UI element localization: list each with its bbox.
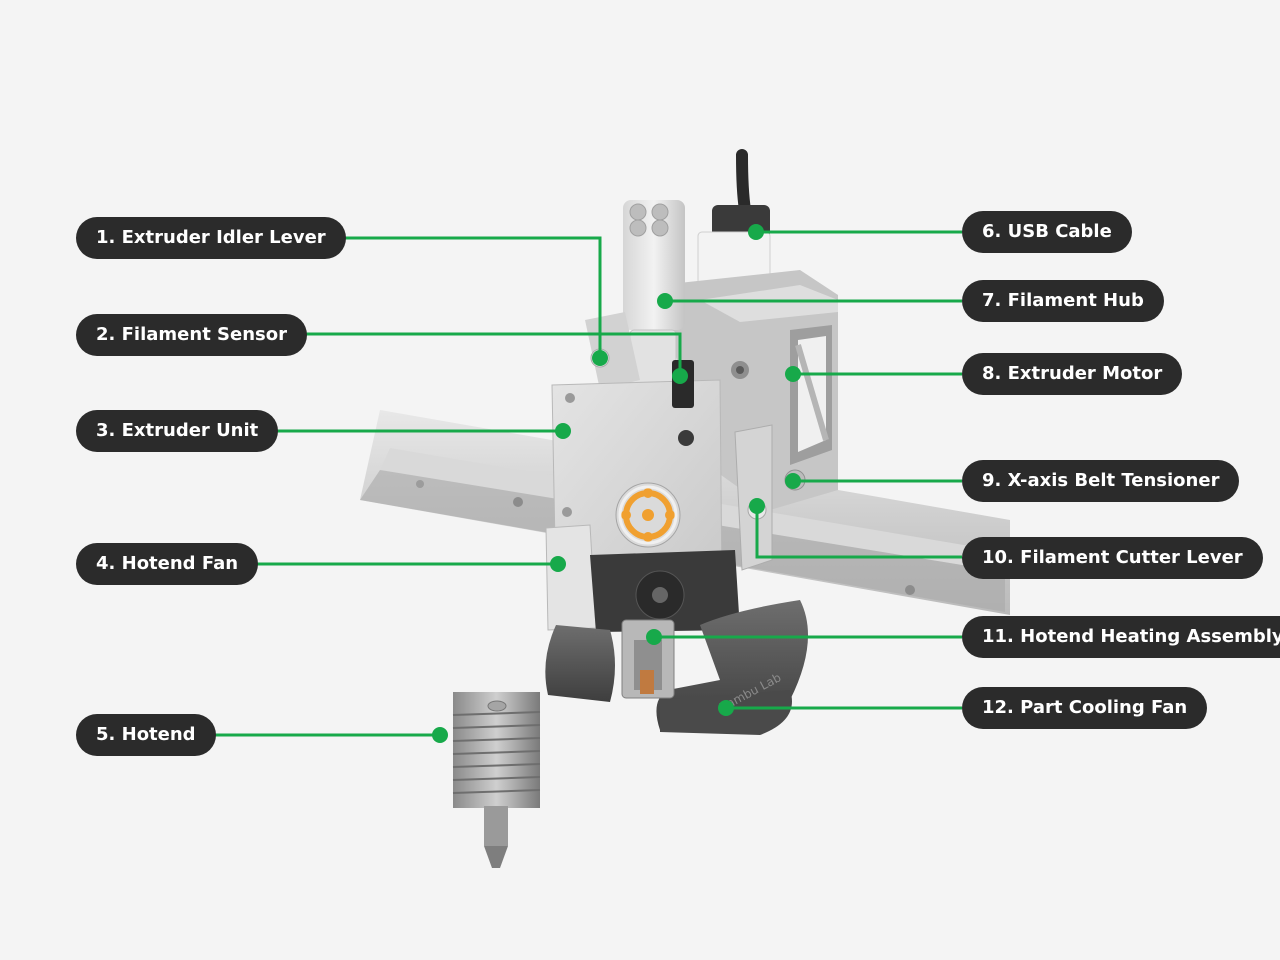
label-text: 11. Hotend Heating Assembly <box>982 626 1280 647</box>
label-text: 4. Hotend Fan <box>96 553 239 574</box>
callout-line <box>755 506 962 559</box>
callout-dot <box>657 293 673 309</box>
callout-dot <box>592 350 608 366</box>
callout-dot <box>749 498 765 514</box>
callout-dot <box>718 700 734 716</box>
label-x-axis-belt-tensioner: 9. X-axis Belt Tensioner <box>962 460 1240 502</box>
label-hotend-fan: 4. Hotend Fan <box>76 543 259 585</box>
callout-dot <box>748 224 764 240</box>
callout-dot <box>646 629 662 645</box>
label-text: 3. Extruder Unit <box>96 420 259 441</box>
label-text: 2. Filament Sensor <box>96 324 288 345</box>
heating-assembly-shape <box>621 619 675 699</box>
callout-10 <box>749 498 962 559</box>
callout-dot <box>672 368 688 384</box>
label-extruder-idler-lever: 1. Extruder Idler Lever <box>76 217 346 259</box>
callout-2 <box>288 332 688 384</box>
callout-dot <box>785 366 801 382</box>
label-text: 6. USB Cable <box>982 221 1112 242</box>
label-text: 1. Extruder Idler Lever <box>96 227 326 248</box>
label-text: 8. Extruder Motor <box>982 363 1163 384</box>
label-text: 5. Hotend <box>96 724 196 745</box>
detached-hotend-shape <box>452 692 541 868</box>
label-text: 9. X-axis Belt Tensioner <box>982 470 1220 491</box>
label-filament-hub: 7. Filament Hub <box>962 280 1164 322</box>
callout-12 <box>718 700 962 716</box>
label-part-cooling-fan: 12. Part Cooling Fan <box>962 687 1208 729</box>
callout-dot <box>550 556 566 572</box>
label-filament-sensor: 2. Filament Sensor <box>76 314 308 356</box>
label-extruder-unit: 3. Extruder Unit <box>76 410 279 452</box>
label-hotend-heating-assembly: 11. Hotend Heating Assembly <box>962 616 1280 658</box>
label-extruder-motor: 8. Extruder Motor <box>962 353 1183 395</box>
hotend-fan-shape <box>545 524 740 632</box>
callout-7 <box>657 293 962 309</box>
callout-8 <box>785 366 962 382</box>
callout-line <box>288 332 682 376</box>
callout-9 <box>785 473 962 489</box>
callout-dot <box>432 727 448 743</box>
callout-11 <box>646 629 962 645</box>
label-text: 10. Filament Cutter Lever <box>982 547 1243 568</box>
callout-dot <box>785 473 801 489</box>
label-text: 12. Part Cooling Fan <box>982 697 1188 718</box>
filament-sensor-shape <box>672 360 694 408</box>
callout-4 <box>246 556 566 572</box>
label-usb-cable: 6. USB Cable <box>962 211 1132 253</box>
label-filament-cutter-lever: 10. Filament Cutter Lever <box>962 537 1263 579</box>
callout-line <box>326 236 602 358</box>
extruder-unit-shape <box>551 379 723 599</box>
usb-cable-shape <box>697 149 771 293</box>
callout-3 <box>264 423 571 439</box>
callout-lines <box>206 224 962 743</box>
label-text: 7. Filament Hub <box>982 290 1144 311</box>
callout-6 <box>748 224 962 240</box>
callout-5 <box>206 727 448 743</box>
callout-1 <box>326 236 608 366</box>
label-hotend: 5. Hotend <box>76 714 216 756</box>
callout-dot <box>555 423 571 439</box>
